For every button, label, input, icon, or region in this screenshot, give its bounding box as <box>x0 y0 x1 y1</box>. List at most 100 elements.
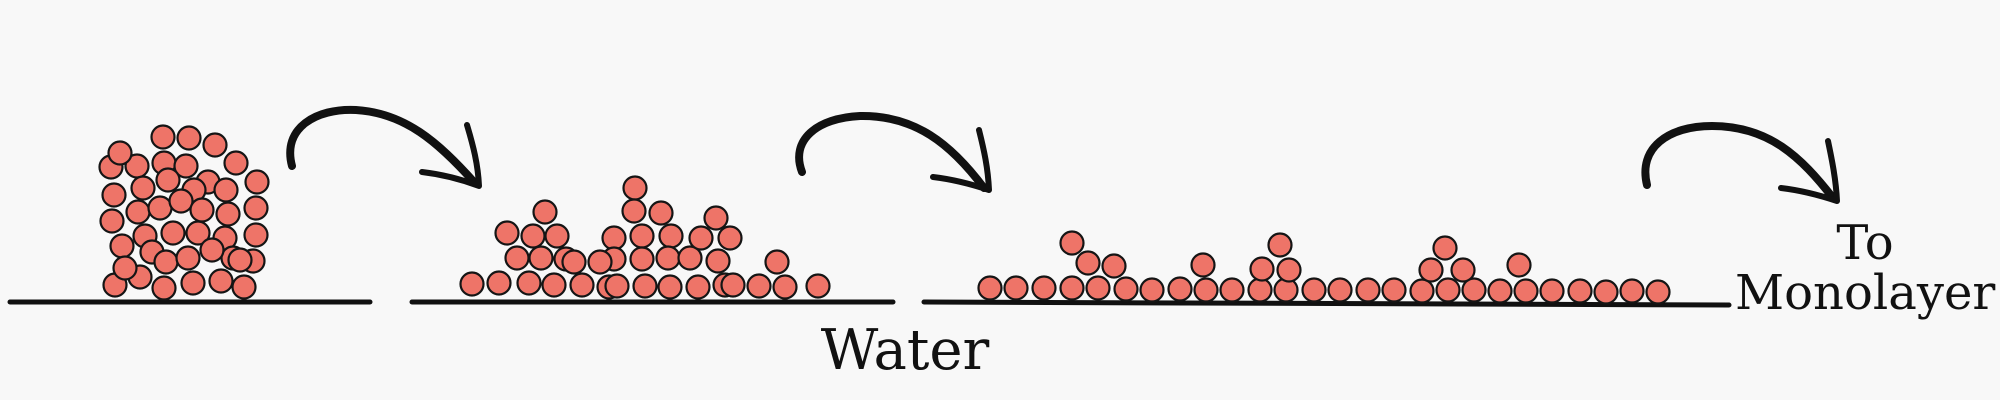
particle <box>486 270 512 296</box>
particle <box>1249 256 1275 282</box>
particle <box>244 169 270 195</box>
particle <box>101 182 127 208</box>
particle <box>1247 277 1273 303</box>
particle <box>243 195 269 221</box>
particle-group-stage-3 <box>977 230 1671 305</box>
particle <box>621 198 647 224</box>
particle <box>173 153 199 179</box>
particle <box>227 247 253 273</box>
particle <box>1619 278 1645 304</box>
particle <box>705 248 731 274</box>
particle <box>175 245 201 271</box>
particle <box>199 237 225 263</box>
particle <box>1435 277 1461 303</box>
curved-arrow-icon <box>286 105 482 189</box>
particle <box>109 233 135 259</box>
particle <box>1190 252 1216 278</box>
particle <box>176 125 202 151</box>
particle <box>544 223 570 249</box>
particle <box>1450 257 1476 283</box>
to-monolayer-label-line-1: To <box>1836 215 1894 271</box>
particle <box>180 270 206 296</box>
particle <box>632 273 658 299</box>
particle <box>685 274 711 300</box>
particle <box>1327 277 1353 303</box>
particle <box>1101 253 1127 279</box>
particle <box>1003 275 1029 301</box>
particle <box>189 197 215 223</box>
particle <box>168 188 194 214</box>
particle <box>1432 235 1458 261</box>
ground-line-stage-3 <box>921 299 1732 308</box>
particle <box>215 201 241 227</box>
particle <box>532 199 558 225</box>
particle <box>107 140 133 166</box>
particle <box>805 273 831 299</box>
particle <box>520 223 546 249</box>
particle <box>622 175 648 201</box>
particle <box>1381 277 1407 303</box>
particle <box>528 245 554 271</box>
particle <box>160 220 186 246</box>
particle <box>223 150 249 176</box>
particle <box>1593 279 1619 305</box>
particle <box>587 249 613 275</box>
particle <box>1113 276 1139 302</box>
particle <box>1193 277 1219 303</box>
particle <box>1539 278 1565 304</box>
particle <box>1267 232 1293 258</box>
particle <box>717 225 743 251</box>
particle <box>657 274 683 300</box>
water-label: Water <box>820 318 990 383</box>
particle <box>1409 278 1435 304</box>
particle <box>155 167 181 193</box>
particle <box>1139 277 1165 303</box>
particle <box>1506 252 1532 278</box>
particle <box>99 208 125 234</box>
particle <box>629 223 655 249</box>
particle <box>1355 277 1381 303</box>
particle <box>185 220 211 246</box>
particle <box>1487 278 1513 304</box>
particle <box>1059 230 1085 256</box>
particle <box>601 225 627 251</box>
particle <box>1085 275 1111 301</box>
particle <box>504 245 530 271</box>
particle <box>1645 279 1671 305</box>
particle-group-stage-2 <box>459 175 831 300</box>
particle <box>1167 276 1193 302</box>
particle <box>1276 257 1302 283</box>
particle <box>604 273 630 299</box>
particle <box>1567 278 1593 304</box>
particle <box>703 205 729 231</box>
particle <box>459 271 485 297</box>
particle <box>130 175 156 201</box>
ground-lines <box>7 299 1732 308</box>
particle <box>112 255 138 281</box>
particle <box>629 246 655 272</box>
particle <box>202 132 228 158</box>
particle <box>764 249 790 275</box>
particle <box>655 245 681 271</box>
particle <box>243 222 269 248</box>
particle <box>648 200 674 226</box>
particle <box>569 272 595 298</box>
particle <box>658 223 684 249</box>
particle <box>213 177 239 203</box>
particle <box>125 199 151 225</box>
particle <box>151 275 177 301</box>
particle <box>720 272 746 298</box>
particle <box>772 274 798 300</box>
particle <box>1219 277 1245 303</box>
particles <box>98 124 1671 305</box>
particle <box>1513 278 1539 304</box>
particle <box>977 275 1003 301</box>
particle <box>561 249 587 275</box>
particle <box>147 195 173 221</box>
particle <box>231 274 257 300</box>
particle <box>1031 275 1057 301</box>
curved-arrow-icon <box>795 111 992 193</box>
particle <box>150 124 176 150</box>
particle-group-stage-1 <box>98 124 270 301</box>
